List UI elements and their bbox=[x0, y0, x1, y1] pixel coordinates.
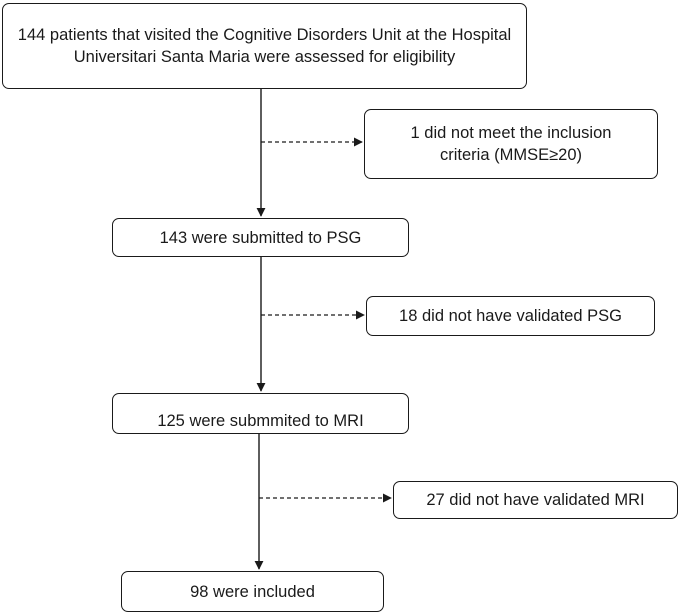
mri-box: 125 were submmited to MRI bbox=[112, 393, 409, 434]
mri-text: 125 were submmited to MRI bbox=[157, 412, 364, 430]
excluded-mri-box: 27 did not have validated MRI bbox=[393, 481, 678, 519]
excluded-psg-text: 18 did not have validated PSG bbox=[399, 307, 622, 325]
psg-box: 143 were submitted to PSG bbox=[112, 218, 409, 257]
included-text: 98 were included bbox=[190, 582, 315, 601]
assessed-box: 144 patients that visited the Cognitive … bbox=[2, 3, 527, 89]
excluded-inclusion-box: 1 did not meet the inclusion criteria (M… bbox=[364, 109, 658, 179]
psg-text: 143 were submitted to PSG bbox=[159, 228, 362, 247]
excluded-inclusion-text: 1 did not meet the inclusion criteria (M… bbox=[410, 124, 612, 164]
excluded-psg-box: 18 did not have validated PSG bbox=[366, 296, 655, 336]
excluded-mri-text: 27 did not have validated MRI bbox=[426, 491, 645, 509]
included-box: 98 were included bbox=[121, 571, 384, 612]
assessed-text: 144 patients that visited the Cognitive … bbox=[17, 26, 512, 66]
